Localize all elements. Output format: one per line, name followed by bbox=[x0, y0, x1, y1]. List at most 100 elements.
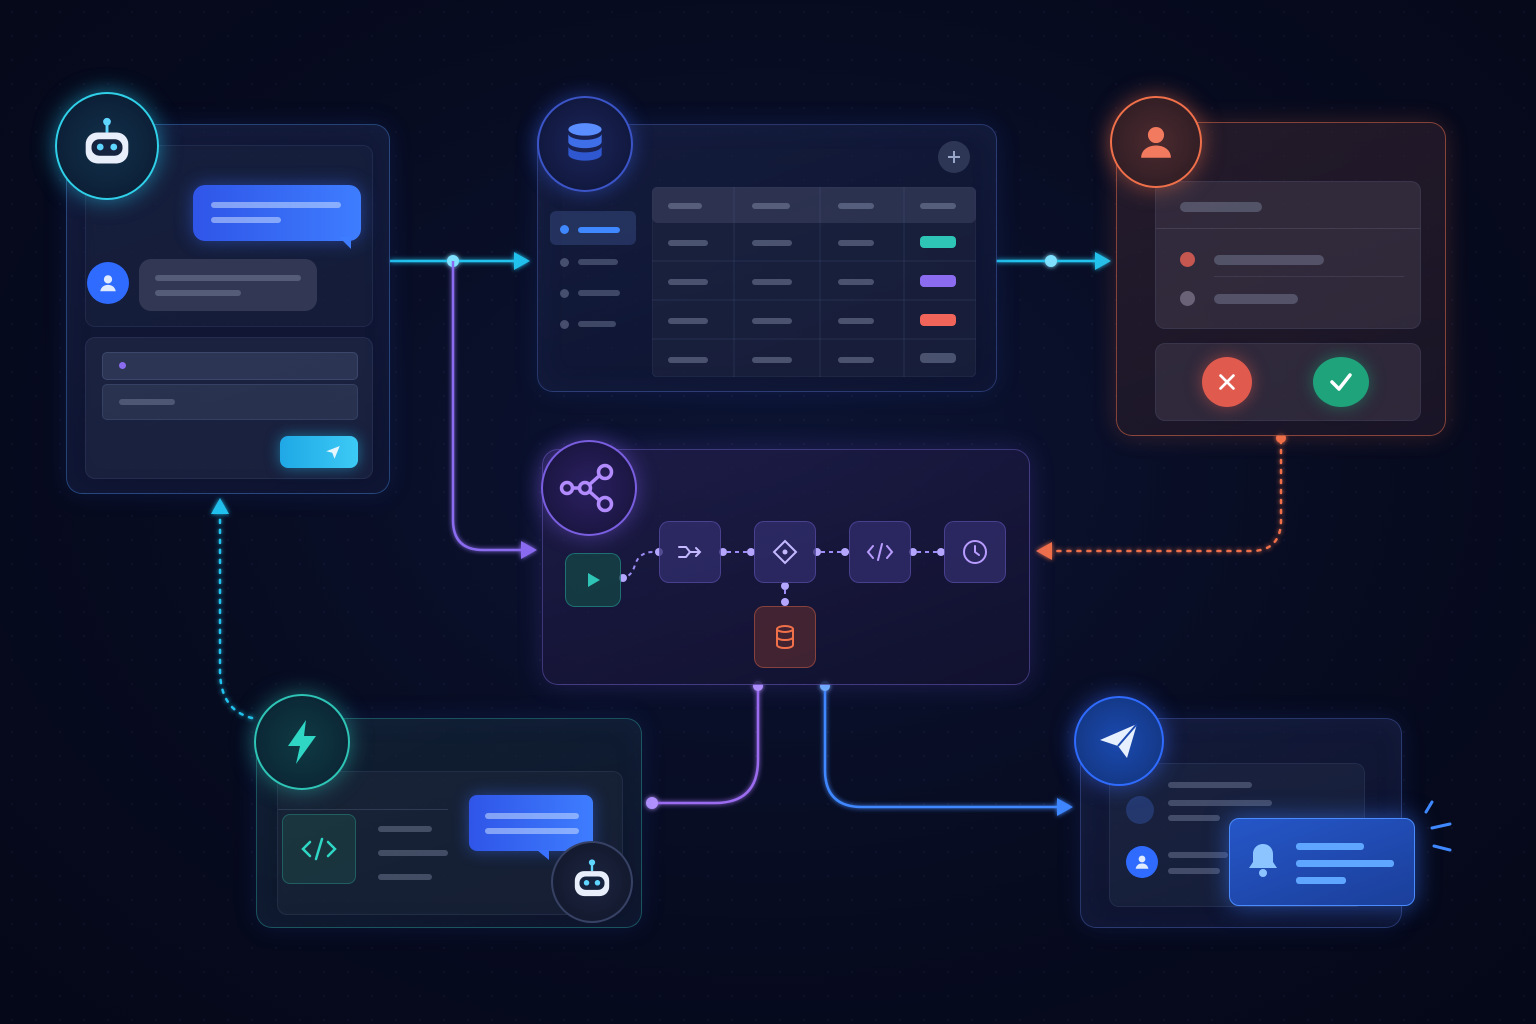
flow-port bbox=[909, 548, 917, 556]
code-icon bbox=[866, 543, 894, 561]
notify-badge bbox=[1074, 696, 1164, 786]
arrow-head bbox=[1095, 252, 1111, 270]
details-title bbox=[1180, 202, 1262, 212]
robot-icon bbox=[85, 117, 129, 164]
message-line bbox=[155, 275, 301, 281]
send-icon bbox=[326, 446, 340, 459]
input-placeholder-line bbox=[119, 399, 175, 405]
sidebar-label bbox=[578, 290, 620, 296]
reject-button[interactable] bbox=[1202, 357, 1252, 407]
divider bbox=[278, 809, 448, 810]
status-pill bbox=[920, 353, 956, 363]
arrow-head bbox=[521, 541, 537, 559]
start-node[interactable] bbox=[565, 553, 621, 607]
approve-button[interactable] bbox=[1313, 357, 1369, 407]
message-line bbox=[155, 290, 241, 296]
route-icon bbox=[678, 546, 702, 558]
message-line bbox=[211, 202, 341, 208]
composer-input-1[interactable] bbox=[102, 352, 358, 380]
workflow-links bbox=[619, 548, 945, 606]
bubble-tail bbox=[537, 850, 549, 860]
workflow-card bbox=[542, 449, 1030, 685]
flow-port bbox=[781, 598, 789, 606]
sidebar-label bbox=[578, 227, 620, 233]
database-node[interactable] bbox=[754, 606, 816, 668]
sidebar-dot bbox=[560, 225, 569, 234]
trigger-line bbox=[378, 826, 432, 832]
trigger-line bbox=[378, 850, 448, 856]
wire-chat-to-workflow bbox=[451, 261, 522, 552]
composer-input-2[interactable] bbox=[102, 384, 358, 420]
table-cell bbox=[668, 240, 708, 246]
sidebar-dot bbox=[560, 320, 569, 329]
approval-badge bbox=[1110, 96, 1202, 188]
data-table bbox=[652, 187, 976, 377]
list-line bbox=[1168, 815, 1220, 821]
table-cell bbox=[752, 357, 792, 363]
wire-joint bbox=[1045, 255, 1057, 267]
user-avatar bbox=[87, 262, 129, 304]
bot-message-bubble bbox=[193, 185, 361, 241]
ping-lines bbox=[1424, 800, 1452, 852]
trigger-badge bbox=[254, 694, 350, 790]
bot-avatar bbox=[551, 841, 633, 923]
message-line bbox=[211, 217, 281, 223]
route-node[interactable] bbox=[659, 521, 721, 583]
detail-line bbox=[1214, 294, 1298, 304]
sidebar-item[interactable] bbox=[550, 280, 636, 308]
database-icon bbox=[776, 625, 794, 650]
clock-icon bbox=[963, 540, 987, 564]
list-line bbox=[1168, 868, 1220, 874]
list-avatar bbox=[1126, 846, 1158, 878]
condition-node[interactable] bbox=[754, 521, 816, 583]
code-block[interactable] bbox=[282, 814, 356, 884]
chat-badge bbox=[55, 92, 159, 200]
flow-port bbox=[937, 548, 945, 556]
approval-details bbox=[1155, 181, 1421, 329]
list-line bbox=[1168, 800, 1272, 806]
notification-toast[interactable] bbox=[1229, 818, 1415, 906]
divider bbox=[1214, 276, 1404, 277]
play-icon bbox=[588, 573, 600, 587]
database-card bbox=[537, 124, 997, 392]
database-badge bbox=[537, 96, 633, 192]
chat-card bbox=[66, 124, 390, 494]
send-icon bbox=[1100, 723, 1138, 758]
check-icon bbox=[1330, 373, 1352, 391]
list-line bbox=[1168, 782, 1252, 788]
header-cell bbox=[920, 203, 956, 209]
table-cell bbox=[668, 279, 708, 285]
sidebar-item[interactable] bbox=[550, 311, 636, 339]
toast-line bbox=[1296, 877, 1346, 884]
table-cell bbox=[838, 279, 874, 285]
detail-dot bbox=[1180, 252, 1195, 267]
sidebar-label bbox=[578, 321, 616, 327]
sidebar-label bbox=[578, 259, 618, 265]
trigger-line bbox=[378, 874, 432, 880]
table-cell bbox=[752, 279, 792, 285]
share-nodes-icon bbox=[559, 463, 614, 513]
add-button[interactable] bbox=[938, 141, 970, 173]
sidebar-item[interactable] bbox=[550, 249, 636, 277]
robot-icon bbox=[574, 859, 610, 897]
bubble-tail bbox=[339, 237, 351, 249]
table-cell bbox=[838, 240, 874, 246]
user-icon bbox=[100, 275, 116, 292]
bell-icon bbox=[1249, 844, 1277, 877]
delay-node[interactable] bbox=[944, 521, 1006, 583]
close-icon bbox=[1219, 374, 1235, 390]
wire-approval-to-workflow bbox=[1050, 438, 1283, 553]
detail-line bbox=[1214, 255, 1324, 265]
code-node[interactable] bbox=[849, 521, 911, 583]
header-cell bbox=[752, 203, 790, 209]
diamond-icon bbox=[772, 539, 798, 565]
plus-icon bbox=[948, 151, 960, 163]
flow-port bbox=[619, 574, 627, 582]
sidebar-item-active[interactable] bbox=[550, 211, 636, 245]
sidebar-dot bbox=[560, 289, 569, 298]
send-button[interactable] bbox=[280, 436, 358, 468]
arrow-head bbox=[1036, 542, 1052, 560]
table-cell bbox=[668, 357, 708, 363]
flow-port bbox=[781, 582, 789, 590]
